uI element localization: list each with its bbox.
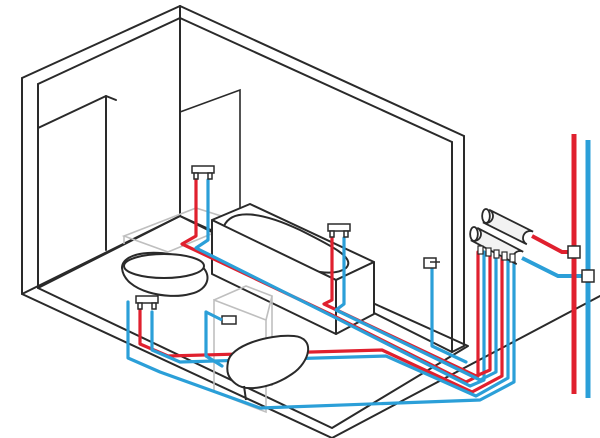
cold-feed-pipe bbox=[521, 256, 586, 278]
shower-mixer-cold-outlet bbox=[207, 172, 213, 180]
wall-valve-body bbox=[423, 257, 437, 269]
bath-cold-pipe bbox=[334, 236, 498, 382]
washbasin-rim bbox=[123, 253, 205, 279]
basin-mixer bbox=[135, 295, 159, 310]
wall-top-edge-right bbox=[179, 5, 465, 137]
wall-top-edge-inner-right bbox=[179, 17, 453, 143]
floor-slab bbox=[21, 293, 600, 438]
shower-mixer bbox=[191, 165, 215, 180]
toilet-bowl bbox=[226, 334, 310, 390]
wall-valve-pipe bbox=[430, 266, 468, 364]
wall-top-edge-left bbox=[21, 5, 181, 79]
manifold-hot-bar-cap bbox=[481, 208, 491, 224]
right-wall-end bbox=[451, 135, 465, 353]
manifold-hot-bar-body bbox=[482, 208, 534, 246]
toilet-valve-body bbox=[221, 315, 237, 325]
frame-top bbox=[213, 285, 273, 321]
basin-mixer-hot-outlet bbox=[137, 302, 143, 310]
shower-mixer-body bbox=[191, 165, 215, 174]
manifold bbox=[469, 208, 586, 278]
bath-mixer-body bbox=[327, 223, 351, 232]
manifold-outlet bbox=[501, 251, 508, 261]
doorway bbox=[37, 95, 107, 251]
wall-top-edge-inner-left bbox=[37, 17, 181, 85]
toilet-base bbox=[243, 385, 247, 401]
washbasin bbox=[120, 251, 209, 297]
shower-mixer-hot-outlet bbox=[193, 172, 199, 180]
risers bbox=[567, 134, 595, 398]
shower-cold-pipe bbox=[194, 178, 486, 388]
toilet bbox=[226, 334, 310, 401]
bath-mixer bbox=[327, 223, 351, 238]
bath-mixer-cold-outlet bbox=[343, 230, 349, 238]
manifold-hot-bar bbox=[481, 208, 534, 246]
basin-cold-pipe bbox=[150, 258, 510, 398]
fittings bbox=[135, 165, 440, 325]
hot-riser-valve bbox=[567, 245, 581, 259]
manifold-outlet bbox=[485, 247, 492, 257]
toilet-valve bbox=[205, 310, 237, 325]
bath-mixer-hot-outlet bbox=[329, 230, 335, 238]
toilet-valve-feed bbox=[205, 310, 223, 322]
manifold-outlet bbox=[493, 249, 500, 259]
manifold-outlet bbox=[477, 245, 484, 255]
manifold-outlet bbox=[509, 253, 516, 263]
basin-mixer-cold-outlet bbox=[151, 302, 157, 310]
cistern-cold-pipe bbox=[204, 310, 224, 368]
doorway-reveal bbox=[105, 95, 117, 101]
wall-valve bbox=[423, 257, 440, 269]
shower-glass-right bbox=[179, 88, 241, 210]
cold-riser-valve bbox=[581, 269, 595, 283]
basin-mixer-body bbox=[135, 295, 159, 304]
toilet-cold-pipe bbox=[126, 260, 516, 410]
manifold-cold-bar-cap bbox=[469, 226, 479, 242]
basin-hot-pipe bbox=[138, 256, 504, 394]
pipe-network bbox=[126, 174, 516, 410]
